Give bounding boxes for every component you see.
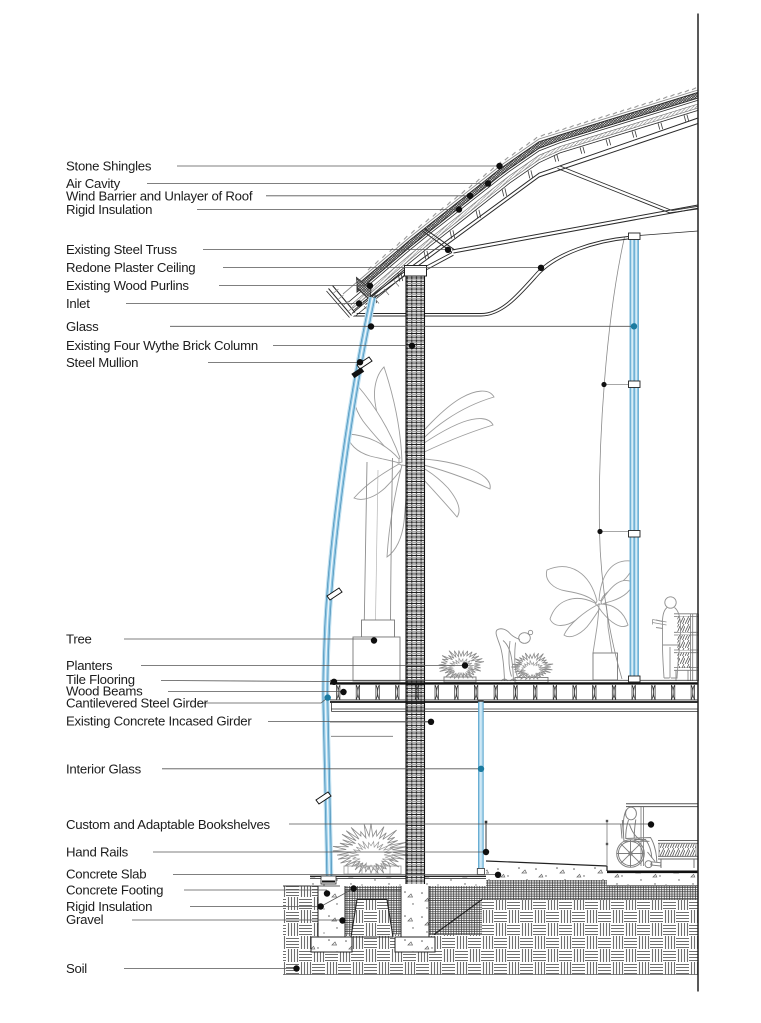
svg-text:Redone Plaster Ceiling: Redone Plaster Ceiling [66, 260, 195, 275]
svg-text:Stone Shingles: Stone Shingles [66, 159, 152, 174]
svg-text:Rigid Insulation: Rigid Insulation [66, 202, 152, 217]
svg-text:Existing Wood Purlins: Existing Wood Purlins [66, 278, 189, 293]
svg-text:Wood Beams: Wood Beams [66, 684, 143, 699]
svg-text:Hand Rails: Hand Rails [66, 845, 129, 860]
svg-text:Glass: Glass [66, 319, 99, 334]
svg-text:Existing Four Wythe Brick Colu: Existing Four Wythe Brick Column [66, 338, 258, 353]
svg-text:Tree: Tree [66, 632, 92, 647]
svg-text:Concrete Slab: Concrete Slab [66, 867, 146, 882]
svg-text:Interior Glass: Interior Glass [66, 761, 142, 776]
svg-text:Existing Concrete Incased Gird: Existing Concrete Incased Girder [66, 714, 252, 729]
svg-text:Custom and Adaptable Bookshelv: Custom and Adaptable Bookshelves [66, 817, 271, 832]
svg-text:Steel Mullion: Steel Mullion [66, 355, 138, 370]
svg-text:Rigid Insulation: Rigid Insulation [66, 899, 152, 914]
svg-text:Wind Barrier and Unlayer of Ro: Wind Barrier and Unlayer of Roof [66, 188, 253, 203]
svg-text:Tile Flooring: Tile Flooring [66, 672, 135, 687]
svg-text:Concrete Footing: Concrete Footing [66, 883, 163, 898]
svg-text:Air Cavity: Air Cavity [66, 176, 121, 191]
svg-text:Gravel: Gravel [66, 912, 104, 927]
svg-text:Existing Steel Truss: Existing Steel Truss [66, 242, 177, 257]
svg-text:Inlet: Inlet [66, 296, 90, 311]
svg-text:Planters: Planters [66, 658, 113, 673]
svg-text:Cantilevered Steel Girder: Cantilevered Steel Girder [66, 696, 209, 711]
svg-text:Soil: Soil [66, 961, 87, 976]
